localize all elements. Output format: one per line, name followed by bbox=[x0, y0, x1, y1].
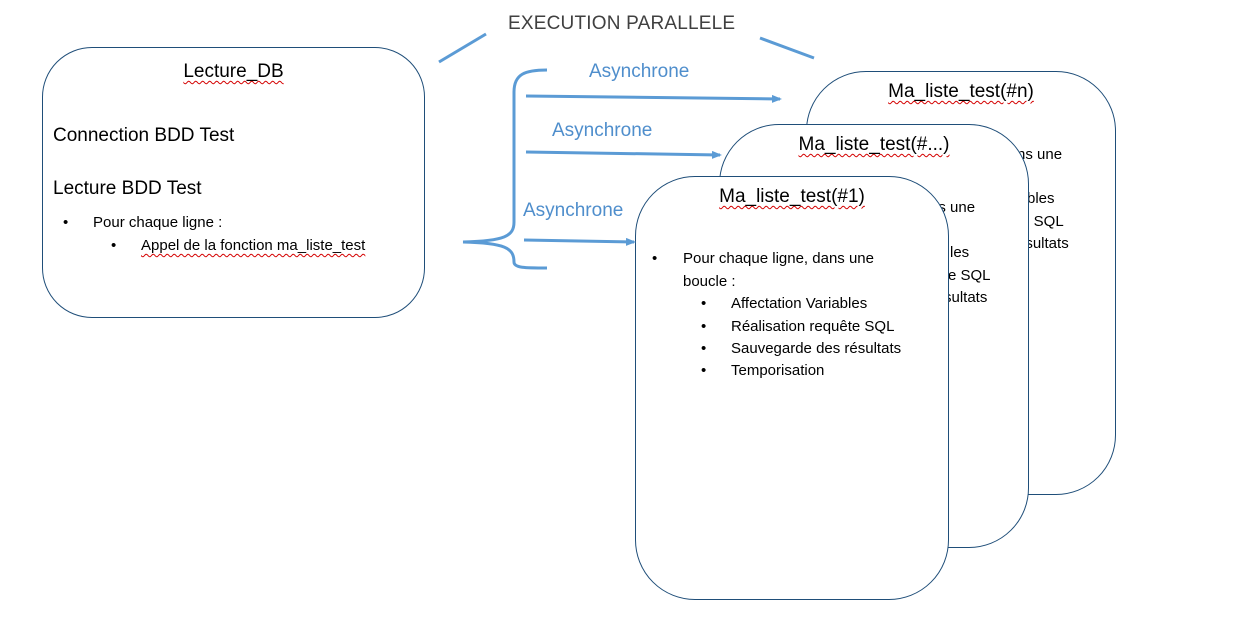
card-n-title: Ma_liste_test(#n) bbox=[888, 81, 1034, 102]
async-label-2: Asynchrone bbox=[552, 120, 653, 141]
connection-text: Connection BDD Test bbox=[53, 125, 235, 146]
diagram-title: EXECUTION PARALLELE bbox=[508, 13, 736, 34]
lecture-db-box: Lecture_DB Connection BDD Test Lecture B… bbox=[42, 47, 425, 318]
card-mid-fragment: les bbox=[950, 244, 970, 261]
arrow-to-card-n bbox=[525, 94, 782, 103]
card-1-title: Ma_liste_test(#1) bbox=[719, 186, 865, 207]
card-1-bullet: •Pour chaque ligne, dans une bbox=[652, 250, 874, 267]
card-1-bullet-line2: boucle : bbox=[683, 273, 736, 290]
lecture-text: Lecture BDD Test bbox=[53, 178, 202, 199]
card-1-sub-item: •Sauvegarde des résultats bbox=[701, 340, 902, 357]
card-n-fragment: bles bbox=[1027, 190, 1055, 207]
card-mid-fragment: sultats bbox=[944, 289, 988, 306]
title-line-right bbox=[759, 36, 815, 60]
brace bbox=[462, 68, 548, 270]
card-mid-fragment: e SQL bbox=[948, 267, 991, 284]
card-1-bullet-line1: Pour chaque ligne, dans une bbox=[683, 250, 874, 267]
card-1-sub-item: •Réalisation requête SQL bbox=[701, 318, 895, 335]
card-n-fragment: ns une bbox=[1017, 146, 1063, 163]
async-label-1: Asynchrone bbox=[589, 61, 690, 82]
card-1-sub-item: •Temporisation bbox=[701, 362, 825, 379]
lecture-db-title: Lecture_DB bbox=[183, 61, 284, 82]
main-bullet: •Pour chaque ligne : bbox=[63, 214, 223, 231]
card-ma-liste-test-1: Ma_liste_test(#1) •Pour chaque ligne, da… bbox=[635, 176, 949, 600]
card-1-sub-item: •Affectation Variables bbox=[701, 295, 868, 312]
title-line-left bbox=[438, 32, 487, 64]
arrow-to-card-mid bbox=[525, 150, 722, 159]
card-n-fragment: ésultats bbox=[1017, 235, 1069, 252]
card-mid-title: Ma_liste_test(#...) bbox=[798, 134, 950, 155]
main-sub-bullet: •Appel de la fonction ma_liste_test bbox=[111, 237, 366, 254]
arrow-to-card-1 bbox=[523, 237, 636, 246]
async-label-3: Asynchrone bbox=[523, 200, 624, 221]
